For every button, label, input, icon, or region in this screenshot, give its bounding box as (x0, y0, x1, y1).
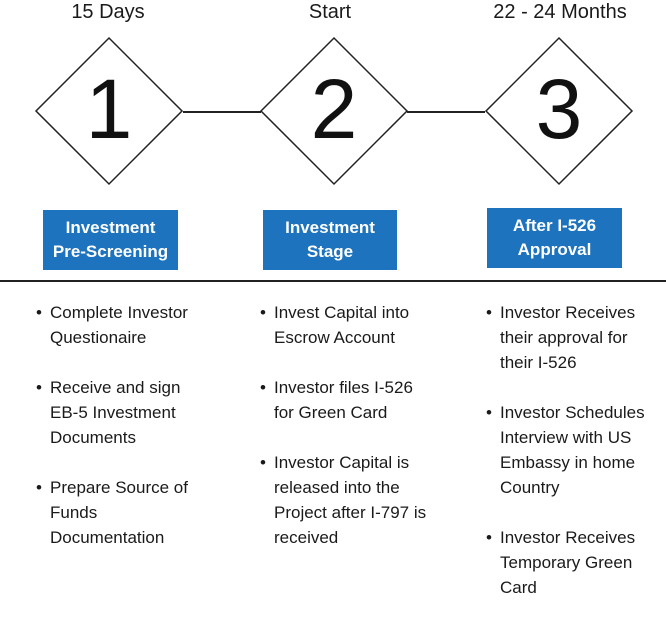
bullet-line: for Green Card (274, 403, 388, 422)
bullet-line: Questionaire (50, 328, 147, 347)
bullet-dot: • (486, 528, 492, 547)
bullet-line: Temporary Green (500, 553, 633, 572)
bullet-dot: • (260, 303, 266, 322)
stage-box-1: Investment Pre-Screening (43, 210, 178, 270)
bullet-item: • Prepare Source of Funds Documentation (36, 475, 236, 550)
bullet-item: • Investor Receives their approval for t… (486, 300, 664, 375)
connector-1-2 (183, 111, 261, 113)
bullet-dot: • (486, 303, 492, 322)
bullet-line: Receive and sign (50, 378, 181, 397)
bullet-dot: • (260, 453, 266, 472)
step-diamond-2: 2 (259, 36, 409, 186)
bullet-dot: • (36, 478, 42, 497)
bullet-line: Documentation (50, 528, 165, 547)
bullet-line: Card (500, 578, 537, 597)
step-number-1: 1 (85, 62, 133, 156)
stage-line: Investment (65, 218, 156, 237)
bullet-line: Investor Receives (500, 528, 636, 547)
bullet-item: • Investor Capital is released into the … (260, 450, 470, 550)
bullet-line: Invest Capital into (274, 303, 410, 322)
stage-box-3: After I-526 Approval (487, 208, 622, 268)
step-number-2: 2 (310, 62, 358, 156)
bullet-line: their I-526 (500, 353, 577, 372)
stage-line: After I-526 (512, 216, 597, 235)
diamond-shape-3 (484, 36, 634, 186)
bullet-item: • Investor Schedules Interview with US E… (486, 400, 664, 500)
bullet-dot: • (36, 303, 42, 322)
timing-label-3: 22 - 24 Months (493, 1, 627, 23)
stage-line: Pre-Screening (52, 242, 169, 261)
bullet-column-1: • Complete Investor Questionaire • Recei… (36, 300, 236, 575)
bullet-item: • Complete Investor Questionaire (36, 300, 236, 350)
section-divider (0, 280, 666, 282)
bullet-item: • Receive and sign EB-5 Investment Docum… (36, 375, 236, 450)
timing-label-2: Start (308, 1, 352, 23)
bullet-line: Embassy in home (500, 453, 636, 472)
bullet-dot: • (260, 378, 266, 397)
bullet-line: Investor Receives (500, 303, 636, 322)
bullet-line: Country (500, 478, 560, 497)
bullet-item: • Investor files I-526 for Green Card (260, 375, 470, 425)
timing-label-1: 15 Days (71, 1, 145, 23)
step-diamond-3: 3 (484, 36, 634, 186)
bullet-line: Investor Capital is (274, 453, 410, 472)
bullet-line: received (274, 528, 339, 547)
bullet-line: Project after I-797 is (274, 503, 427, 522)
diamond-shape-2 (259, 36, 409, 186)
bullet-column-2: • Invest Capital into Escrow Account • I… (260, 300, 470, 575)
bullet-item: • Investor Receives Temporary Green Card (486, 525, 664, 600)
step-diamond-1: 1 (34, 36, 184, 186)
bullet-line: Interview with US (500, 428, 632, 447)
connector-2-3 (407, 111, 485, 113)
bullet-line: their approval for (500, 328, 628, 347)
stage-line: Stage (306, 242, 354, 261)
stage-line: Investment (285, 218, 375, 237)
bullet-line: EB-5 Investment (50, 403, 176, 422)
stage-box-2: Investment Stage (263, 210, 397, 270)
bullet-line: Investor Schedules (500, 403, 645, 422)
bullet-line: released into the (274, 478, 400, 497)
bullet-dot: • (36, 378, 42, 397)
bullet-line: Investor files I-526 (274, 378, 413, 397)
bullet-line: Complete Investor (50, 303, 188, 322)
bullet-line: Prepare Source of (50, 478, 188, 497)
bullet-line: Funds (50, 503, 98, 522)
step-number-3: 3 (535, 62, 583, 156)
bullet-item: • Invest Capital into Escrow Account (260, 300, 470, 350)
bullet-line: Documents (50, 428, 136, 447)
stage-line: Approval (517, 240, 592, 259)
bullet-dot: • (486, 403, 492, 422)
diamond-shape-1 (34, 36, 184, 186)
bullet-line: Escrow Account (274, 328, 395, 347)
bullet-column-3: • Investor Receives their approval for t… (486, 300, 664, 625)
